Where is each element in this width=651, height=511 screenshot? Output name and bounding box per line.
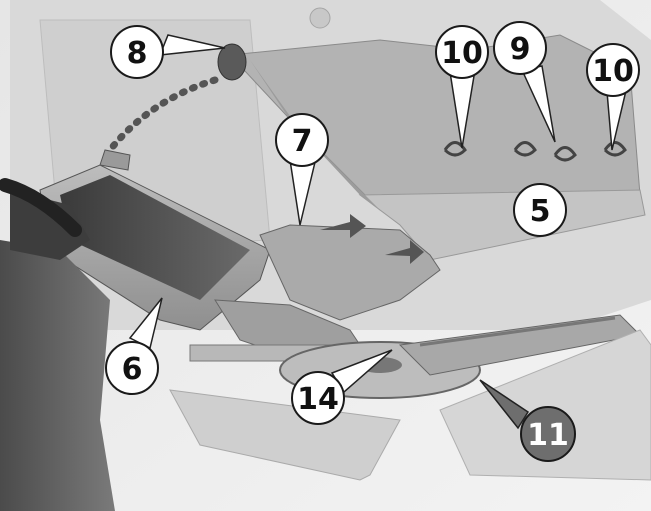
callout-14: 14: [292, 372, 344, 424]
callout-8-label: 8: [127, 36, 148, 71]
callout-7: 7: [276, 114, 328, 166]
callout-6: 6: [106, 342, 158, 394]
callout-10-left-label: 10: [441, 36, 483, 71]
callout-10-left: 10: [436, 26, 488, 78]
callout-7-label: 7: [292, 124, 313, 159]
callout-5: 5: [514, 184, 566, 236]
callout-14-label: 14: [297, 382, 339, 417]
callout-8: 8: [111, 26, 163, 78]
callout-9-label: 9: [510, 32, 531, 67]
callout-11: 11: [521, 407, 575, 461]
callout-6-label: 6: [122, 352, 143, 387]
callout-5-label: 5: [530, 194, 551, 229]
callout-9: 9: [494, 22, 546, 74]
callout-10-right: 10: [587, 44, 639, 96]
callout-11-label: 11: [527, 418, 569, 453]
callout-10-right-label: 10: [592, 54, 634, 89]
